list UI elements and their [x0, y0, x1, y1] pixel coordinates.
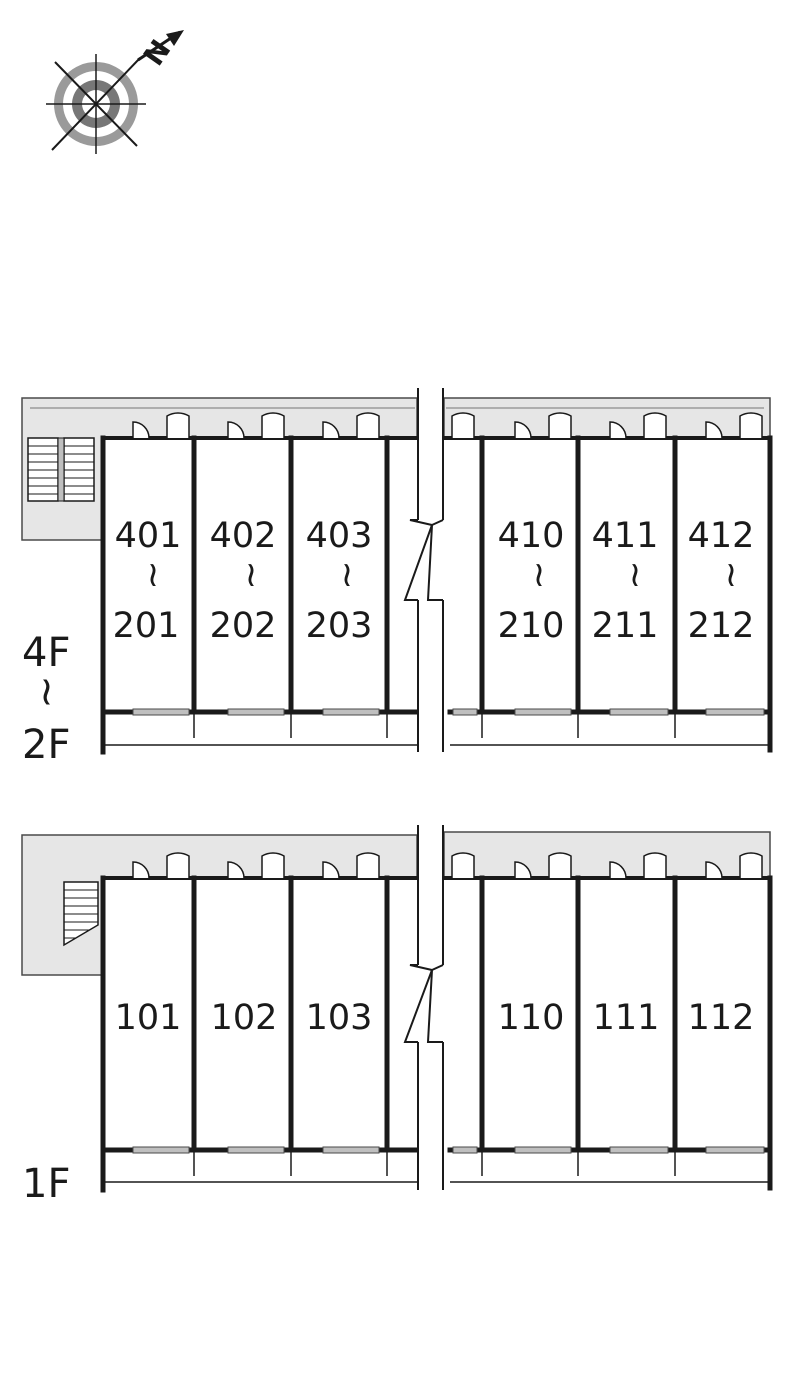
unit-number-bottom: 201 [113, 606, 180, 646]
unit-range-tilde: ~ [615, 560, 655, 589]
compass-icon: N [46, 30, 184, 154]
floor-label-1f: 1F [22, 1161, 70, 1207]
unit-range-tilde: ~ [327, 560, 367, 589]
unit-111: 111 [593, 998, 660, 1038]
floor-label-tilde: ~ [24, 675, 70, 709]
unit-number-top: 401 [115, 516, 182, 556]
unit-number-top: 411 [592, 516, 659, 556]
unit-401-201: 401 ~ 201 [113, 516, 182, 646]
stairs-icon [27, 437, 95, 502]
unit-number-bottom: 212 [688, 606, 755, 646]
unit-103: 103 [306, 998, 373, 1038]
unit-110: 110 [498, 998, 565, 1038]
unit-402-202: 402 ~ 202 [210, 516, 277, 646]
unit-range-tilde: ~ [231, 560, 271, 589]
unit-range-tilde: ~ [133, 560, 173, 589]
upper-floor-plan: 401 ~ 201 402 ~ 202 403 ~ 203 410 ~ 210 … [21, 385, 773, 768]
unit-411-211: 411 ~ 211 [592, 516, 659, 646]
unit-403-203: 403 ~ 203 [306, 516, 373, 646]
unit-number-bottom: 203 [306, 606, 373, 646]
unit-range-tilde: ~ [711, 560, 751, 589]
floor-label-top: 4F [22, 630, 70, 676]
unit-number-top: 402 [210, 516, 277, 556]
unit-102: 102 [211, 998, 278, 1038]
unit-number-bottom: 202 [210, 606, 277, 646]
unit-number-bottom: 211 [592, 606, 659, 646]
unit-number-bottom: 210 [498, 606, 565, 646]
unit-101: 101 [115, 998, 182, 1038]
floor-label-bottom: 2F [22, 722, 70, 768]
unit-number-top: 410 [498, 516, 565, 556]
stairs-icon [63, 881, 99, 947]
unit-412-212: 412 ~ 212 [688, 516, 755, 646]
unit-range-tilde: ~ [519, 560, 559, 589]
unit-112: 112 [688, 998, 755, 1038]
unit-410-210: 410 ~ 210 [498, 516, 565, 646]
floor-label-4f-2f: 4F ~ 2F [22, 630, 70, 768]
unit-number-top: 412 [688, 516, 755, 556]
unit-number-top: 403 [306, 516, 373, 556]
ground-floor-plan: 101 102 103 110 111 112 1F [21, 822, 773, 1207]
